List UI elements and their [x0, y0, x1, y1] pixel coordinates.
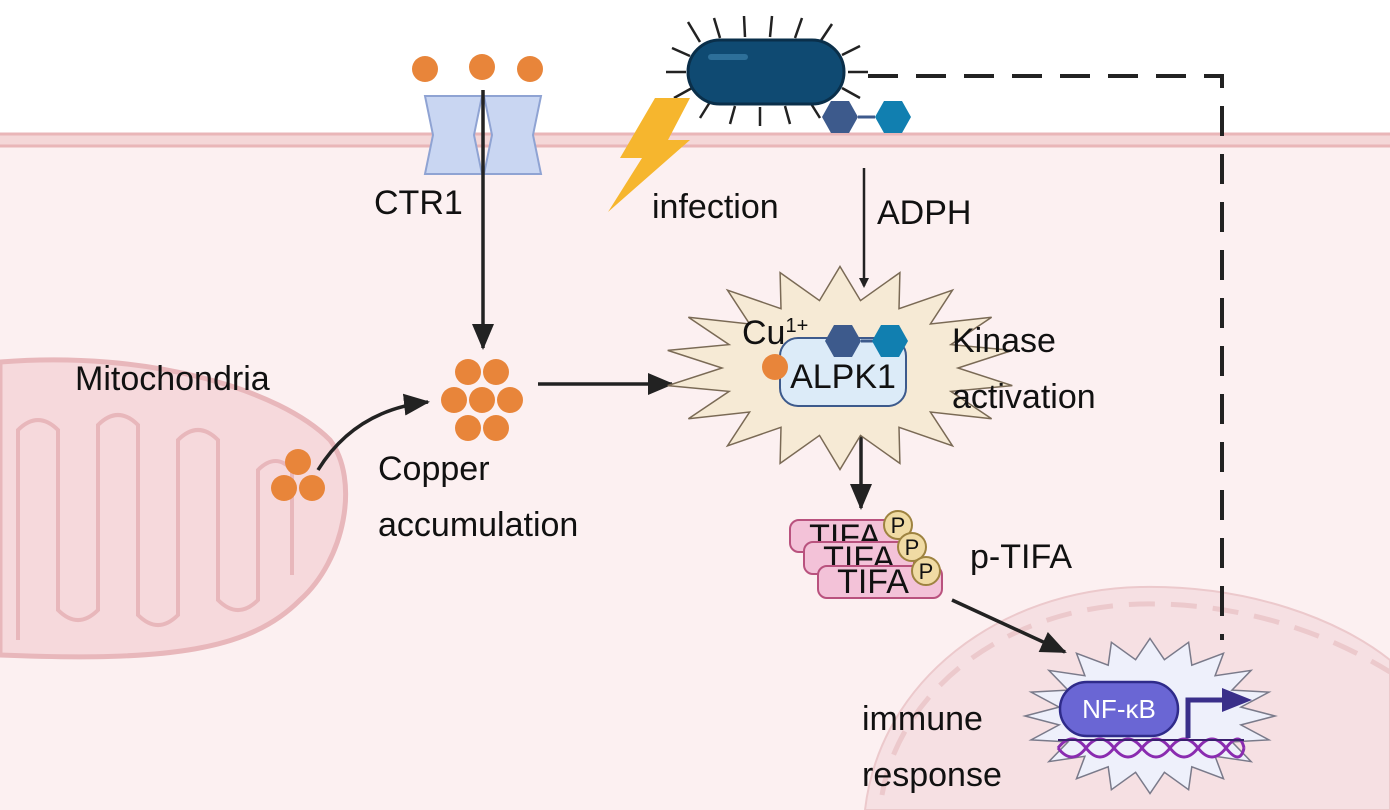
phospho-label-1: P — [891, 513, 906, 538]
copper-ion-icon — [412, 54, 543, 82]
lightning-icon — [608, 98, 690, 212]
phospho-label-2: P — [905, 535, 920, 560]
adph-molecule-icon — [822, 101, 911, 133]
infection-label: infection — [652, 188, 779, 226]
immune-response-label-1: immune — [862, 700, 983, 738]
copper-ion-bound-icon — [762, 354, 788, 380]
mitochondrion-icon — [0, 357, 349, 660]
mito-copper-cluster-icon — [271, 449, 325, 501]
cu-label: Cu1+ — [742, 314, 808, 352]
kinase-activation-label-2: activation — [952, 378, 1096, 416]
cell-membrane — [0, 132, 1390, 148]
arrow-tifa-to-nfkb — [951, 598, 1067, 654]
nfkb-icon — [1058, 680, 1180, 738]
copper-accumulation-label-2: accumulation — [378, 506, 578, 544]
arrow-mito-to-copper — [316, 393, 430, 471]
copper-accumulation-label-1: Copper — [378, 450, 490, 488]
adph-bound-icon — [825, 325, 908, 357]
ctr1-label: CTR1 — [374, 184, 463, 222]
transcription-arrow-icon — [1185, 688, 1252, 738]
p-tifa-label: p-TIFA — [970, 538, 1072, 576]
dashed-feedback-line — [868, 74, 1224, 640]
nfkb-label: NF-κB — [1082, 694, 1156, 724]
immune-response-label-2: response — [862, 756, 1002, 794]
tifa-stack: TIFA P TIFA P TIFA P — [789, 510, 943, 601]
mitochondria-label: Mitochondria — [75, 360, 270, 398]
ctr1-transporter-icon — [423, 95, 543, 175]
tifa-protein-icon: TIFA P — [817, 556, 943, 601]
adph-label: ADPH — [877, 194, 971, 232]
dna-icon — [1056, 737, 1246, 759]
tifa-label-3: TIFA — [837, 563, 909, 601]
alpk1-label: ALPK1 — [790, 358, 896, 396]
cu-base: Cu — [742, 314, 785, 352]
tifa-protein-icon: TIFA P — [789, 510, 913, 556]
kinase-activation-label-1: Kinase — [952, 322, 1056, 360]
phospho-label-3: P — [919, 559, 934, 584]
bacterium-icon — [666, 15, 868, 126]
cu-charge: 1+ — [785, 315, 808, 337]
copper-cluster-icon — [441, 359, 523, 441]
